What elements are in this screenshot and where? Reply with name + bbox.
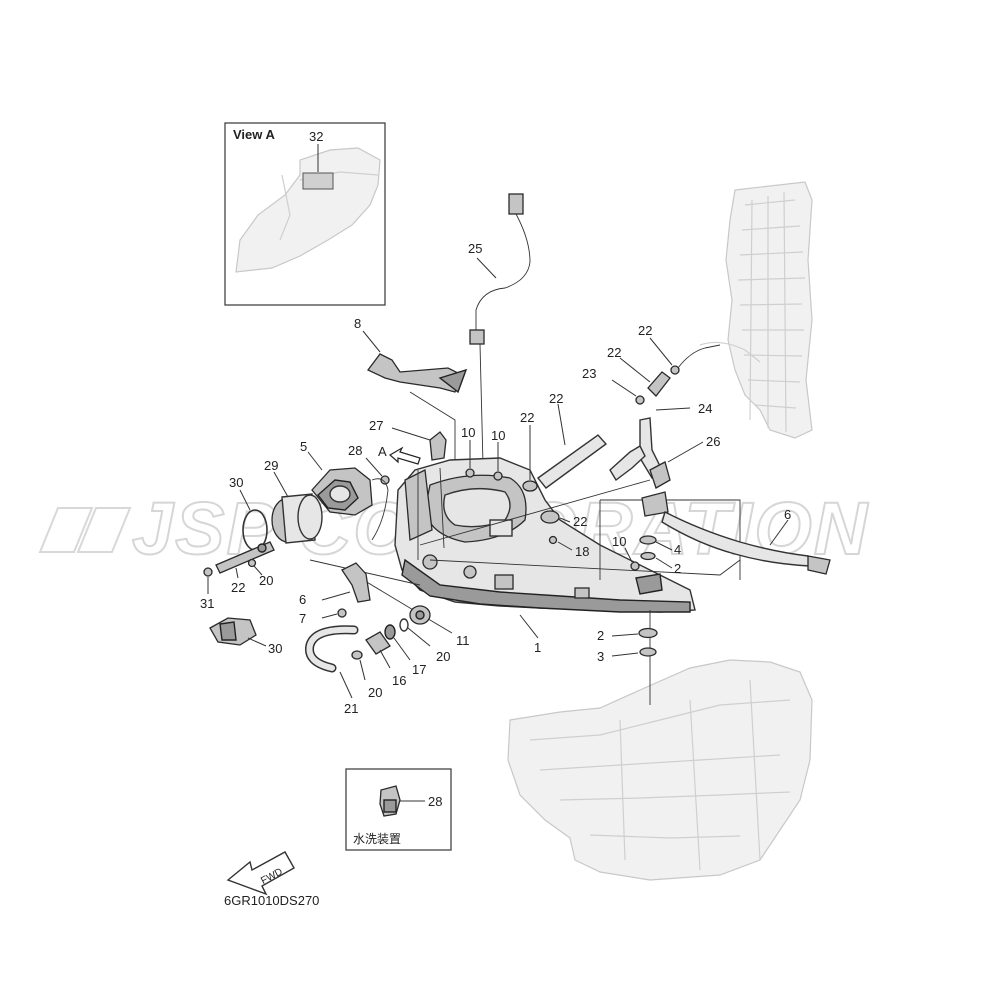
part-22-left: 20 xyxy=(247,558,273,588)
inset-caption: 水洗装置 xyxy=(353,832,401,846)
part-12-screw: 18 xyxy=(548,535,589,559)
part-8-strap: 6 xyxy=(641,491,831,575)
callout-10b: 10 xyxy=(491,428,505,443)
part-17-grommet: 22 xyxy=(540,510,587,529)
callout-17: 22 xyxy=(573,514,587,529)
callout-23: 26 xyxy=(706,434,720,449)
part-22-lower: 20 xyxy=(351,650,382,700)
view-a-housing xyxy=(235,147,381,273)
callout-14: 17 xyxy=(412,662,426,677)
part-21-shaft: 22 xyxy=(215,541,275,595)
callout-22-shaft: 20 xyxy=(259,573,273,588)
view-a-box: View A 32 xyxy=(224,122,386,306)
part-6-plate: 6 xyxy=(299,562,371,607)
callout-6: 6 xyxy=(299,592,306,607)
callout-8: 6 xyxy=(784,507,791,522)
callout-19: 22 xyxy=(549,391,563,406)
part-18-fitting: 22 22 23 24 xyxy=(582,323,721,416)
part-30-clamp: 30 xyxy=(209,617,282,656)
part-25-screw: 28 xyxy=(348,443,390,485)
watermark-logo-mark xyxy=(38,507,132,553)
callout-30: 30 xyxy=(268,641,282,656)
callout-22-lower: 20 xyxy=(368,685,382,700)
callout-25: 28 xyxy=(348,443,362,458)
callout-21: 22 xyxy=(231,580,245,595)
callout-22-mid: 23 xyxy=(582,366,596,381)
callout-5: 5 xyxy=(300,439,307,454)
callout-12: 18 xyxy=(575,544,589,559)
callout-29: 25 xyxy=(468,241,482,256)
callout-18: 22 xyxy=(607,345,621,360)
view-arrow-icon xyxy=(388,446,421,465)
callout-26: 28 xyxy=(428,794,442,809)
engine-block-outline xyxy=(699,181,813,439)
part-16-hose: 21 xyxy=(304,625,359,716)
callout-27: 29 xyxy=(264,458,278,473)
part-31-pin: 31 xyxy=(200,567,214,611)
callout-24: 27 xyxy=(369,418,383,433)
callout-3: 3 xyxy=(597,649,604,664)
part-5-pump: 5 xyxy=(300,439,389,541)
part-10-bolts-top: 10 10 xyxy=(461,425,505,481)
callout-28: 30 xyxy=(229,475,243,490)
callout-22-right: 24 xyxy=(698,401,712,416)
callout-2a: 2 xyxy=(674,561,681,576)
mount-stack: 10 4 2 2 3 xyxy=(597,534,681,664)
callout-16: 21 xyxy=(344,701,358,716)
arrow-ref-a: A xyxy=(378,444,387,459)
view-a-arrow: A xyxy=(378,444,421,465)
callout-1: 1 xyxy=(534,640,541,655)
fitting-chain: 16 17 20 11 xyxy=(365,605,470,688)
callout-9: 8 xyxy=(354,316,361,331)
part-19-hose: 22 xyxy=(536,391,608,489)
part-24: 27 xyxy=(369,418,447,461)
flush-inset-box: 28 水洗装置 xyxy=(345,768,452,851)
part-20-clamp: 22 xyxy=(520,410,538,492)
callout-2b: 2 xyxy=(597,628,604,643)
view-a-title: View A xyxy=(233,127,276,142)
part-1-oil-pan-housing: 1 xyxy=(394,457,696,655)
callout-4: 4 xyxy=(674,542,681,557)
callout-10a: 10 xyxy=(461,425,475,440)
part-7-screw: 7 xyxy=(299,608,347,626)
callout-13: 16 xyxy=(392,673,406,688)
callout-11: 11 xyxy=(456,633,470,648)
callout-31: 31 xyxy=(200,596,214,611)
fwd-arrow-icon xyxy=(226,851,295,896)
part-27-ring: 29 xyxy=(264,458,323,544)
diagram-code: 6GR1010DS270 xyxy=(224,893,319,908)
callout-22-top: 22 xyxy=(638,323,652,338)
callout-20: 22 xyxy=(520,410,534,425)
part-23-hose: 26 xyxy=(609,417,720,489)
callout-10c: 10 xyxy=(612,534,626,549)
callout-15: 20 xyxy=(436,649,450,664)
view-a-label-plate xyxy=(302,172,334,190)
callout-32: 32 xyxy=(309,129,323,144)
lower-case-outline xyxy=(507,659,813,881)
fwd-arrow: FWD xyxy=(226,851,295,896)
callout-7: 7 xyxy=(299,611,306,626)
